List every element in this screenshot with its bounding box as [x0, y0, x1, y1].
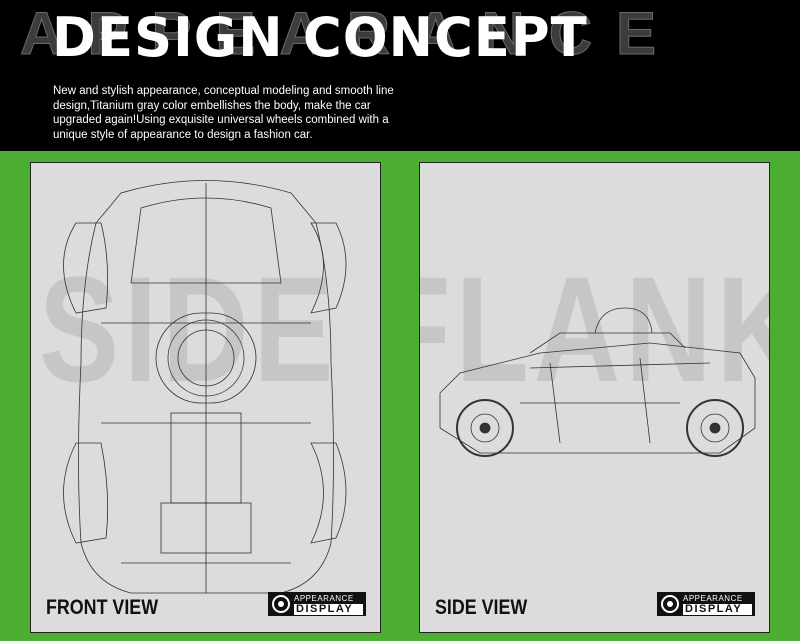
car-front-view-drawing [63, 180, 347, 594]
badge-bottom: DISPLAY [294, 603, 363, 615]
badge-top: APPEARANCE [683, 593, 743, 603]
watermark: SIDE FLANK [420, 245, 769, 413]
description: New and stylish appearance, conceptual m… [53, 85, 394, 141]
wheel-icon [272, 595, 290, 613]
badge-bottom: DISPLAY [683, 603, 752, 615]
wheel-icon [661, 595, 679, 613]
page-title: DESIGN CONCEPT [52, 6, 588, 69]
background-word: APPEARANCE [19, 0, 681, 67]
view-label: SIDE VIEW [435, 596, 528, 619]
car-side-view-drawing [439, 307, 756, 457]
view-label: FRONT VIEW [46, 596, 159, 619]
header-banner: APPEARANCE DESIGN CONCEPT New and stylis… [0, 0, 800, 151]
badge-top: APPEARANCE [294, 593, 354, 603]
